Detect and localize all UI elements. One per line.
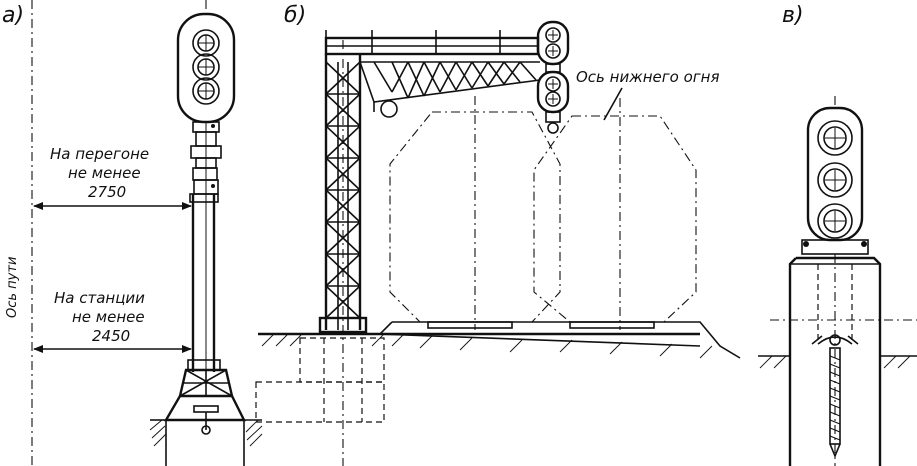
lamp-axis-leader <box>603 87 623 121</box>
panel-c-letter: в) <box>782 3 804 28</box>
dim-station-line2: не менее <box>72 308 145 326</box>
dimension-haul: На перегоне не менее 2750 <box>33 145 192 210</box>
mast-bracket <box>190 121 222 195</box>
dim-haul-value: 2750 <box>88 183 126 201</box>
ground-hatching-c <box>758 319 917 369</box>
dimension-station: На станции не менее 2450 <box>33 289 192 353</box>
panel-c: в) <box>758 3 917 466</box>
panel-b-letter: б) <box>284 3 306 28</box>
lower-lamp-axis-label: Ось нижнего огня <box>576 68 719 86</box>
clearance-gauge-right <box>533 98 697 330</box>
mast-base-lattice <box>163 368 246 466</box>
panel-a-letter: а) <box>2 3 24 28</box>
track-ballast <box>258 321 741 359</box>
dim-haul-line2: не менее <box>68 164 141 182</box>
gantry-signal-heads <box>536 20 570 134</box>
dwarf-concrete-base <box>788 254 882 466</box>
gantry-foundation <box>255 337 385 423</box>
signal-mast <box>187 193 221 372</box>
ground-hatching-a <box>149 419 263 447</box>
dim-station-value: 2450 <box>92 327 130 345</box>
gantry-column <box>318 40 368 466</box>
ground-hatching-b <box>261 333 713 359</box>
panel-b: б) <box>255 3 741 466</box>
dim-haul-line1: На перегоне <box>50 145 149 163</box>
gantry-beam <box>324 30 541 118</box>
panel-a: а) Ось пути <box>2 0 263 466</box>
track-axis-label: Ось пути <box>5 257 20 318</box>
dim-station-line1: На станции <box>54 289 145 307</box>
dwarf-signal-head <box>801 96 869 255</box>
mast-signal-head <box>176 0 236 124</box>
